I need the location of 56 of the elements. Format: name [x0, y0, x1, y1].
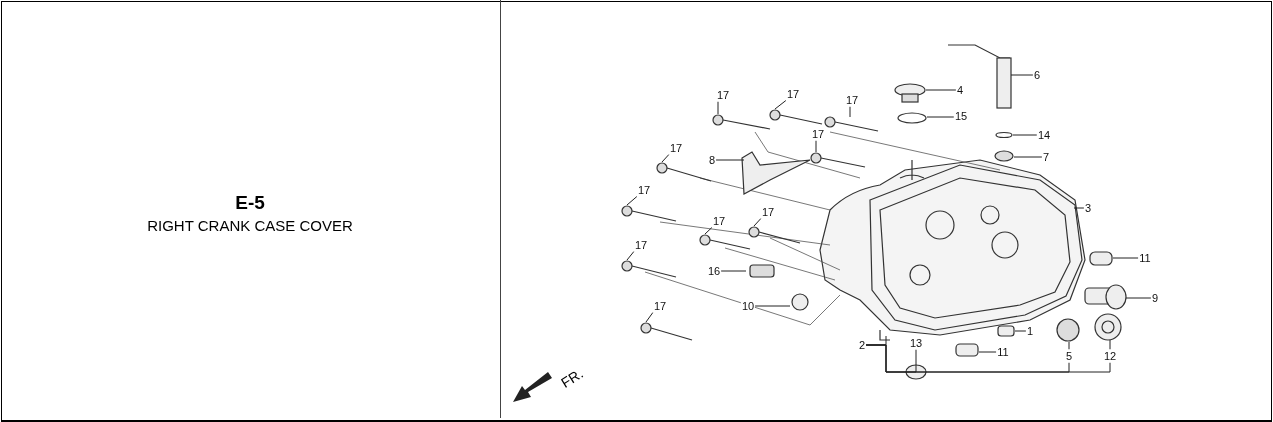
- callout-number: 8: [707, 153, 717, 167]
- part-group-code: E-5: [235, 192, 265, 214]
- callout-number: 6: [1032, 68, 1042, 82]
- leader-line: [1013, 156, 1043, 158]
- leader-line: [1012, 134, 1038, 136]
- callout-number: 2: [857, 338, 867, 352]
- callout-number: 17: [668, 141, 684, 155]
- callout-number: 17: [636, 183, 652, 197]
- leader-line: [626, 251, 635, 261]
- leader-line: [925, 89, 957, 91]
- callout-number: 17: [715, 88, 731, 102]
- leader-line: [849, 106, 851, 118]
- leader-line: [704, 227, 713, 235]
- callout-number: 5: [1064, 349, 1074, 363]
- leader-line: [865, 344, 1111, 373]
- leader-line: [815, 140, 817, 153]
- leader-line: [774, 100, 787, 110]
- callout-number: 17: [844, 93, 860, 107]
- callout-number: 11: [996, 345, 1010, 359]
- leader-line: [1112, 257, 1139, 259]
- callout-number: 17: [652, 299, 668, 313]
- leader-line: [754, 305, 791, 307]
- leader-line: [926, 116, 955, 118]
- leader-line: [717, 101, 719, 115]
- callout-number: 17: [760, 205, 776, 219]
- callout-number: 15: [953, 109, 969, 123]
- leader-line: [626, 196, 638, 206]
- callout-number: 4: [955, 83, 965, 97]
- callout-number: 12: [1102, 349, 1118, 363]
- callout-number: 17: [785, 87, 801, 101]
- callout-number: 17: [810, 127, 826, 141]
- callout-number: 3: [1083, 201, 1093, 215]
- leader-line: [1014, 330, 1027, 332]
- leader-line: [1010, 74, 1034, 76]
- leader-line: [1068, 341, 1070, 350]
- leader-line: [715, 159, 745, 161]
- callout-number: 10: [740, 299, 756, 313]
- callout-number: 9: [1150, 291, 1160, 305]
- leader-line: [720, 270, 747, 272]
- leader-line: [1109, 339, 1111, 350]
- part-group-title: RIGHT CRANK CASE COVER: [147, 216, 353, 234]
- leader-line: [661, 154, 670, 163]
- callout-number: 14: [1036, 128, 1052, 142]
- leader-line: [1125, 297, 1152, 299]
- leader-line: [753, 218, 762, 227]
- callout-number: 13: [908, 336, 924, 350]
- callout-number: 17: [711, 214, 727, 228]
- direction-label: FR.: [558, 365, 586, 391]
- callout-number: 7: [1041, 150, 1051, 164]
- callout-number: 1: [1025, 324, 1035, 338]
- leader-line: [1073, 207, 1085, 209]
- leader-line: [978, 351, 997, 353]
- callout-number: 11: [1138, 251, 1152, 265]
- callout-number: 17: [633, 238, 649, 252]
- leader-line: [645, 312, 654, 323]
- callout-number: 16: [706, 264, 722, 278]
